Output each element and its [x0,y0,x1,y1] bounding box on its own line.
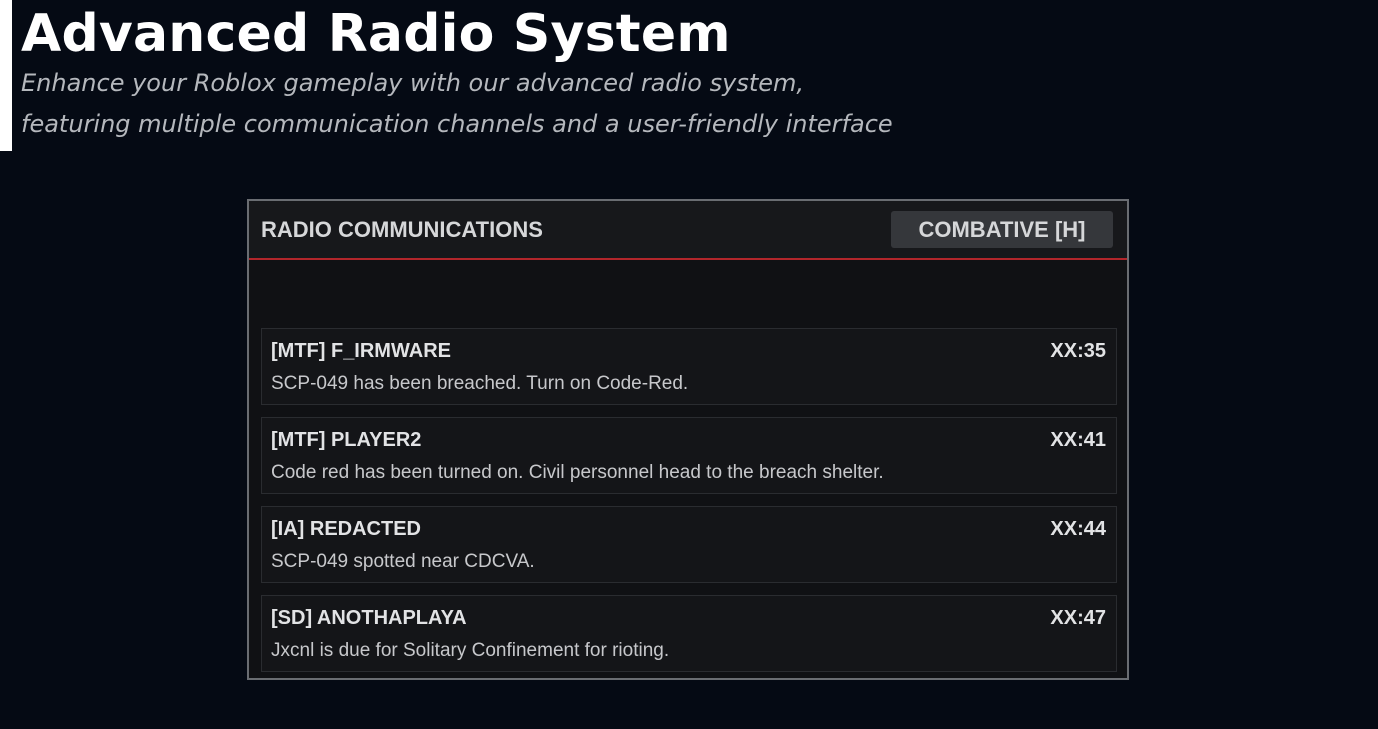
message-sender: [SD] ANOTHAPLAYA [271,607,467,629]
message-item: [MTF] PLAYER2 XX:41 Code red has been tu… [261,417,1117,494]
message-sender: [MTF] PLAYER2 [271,429,422,451]
radio-panel: RADIO COMMUNICATIONS COMBATIVE [H] [MTF]… [247,199,1129,680]
message-text: SCP-049 has been breached. Turn on Code-… [271,373,689,394]
combative-mode-button[interactable]: COMBATIVE [H] [891,211,1113,248]
message-item: [MTF] F_IRMWARE XX:35 SCP-049 has been b… [261,328,1117,405]
message-item: [IA] REDACTED XX:44 SCP-049 spotted near… [261,506,1117,583]
hero-subtitle: Enhance your Roblox gameplay with our ad… [21,63,893,145]
message-time: XX:47 [1050,607,1106,629]
hero-subtitle-line-1: Enhance your Roblox gameplay with our ad… [21,69,804,97]
message-text: SCP-049 spotted near CDCVA. [271,551,535,572]
message-time: XX:41 [1050,429,1106,451]
message-list[interactable]: [MTF] F_IRMWARE XX:35 SCP-049 has been b… [261,328,1117,678]
message-text: Jxcnl is due for Solitary Confinement fo… [271,640,670,661]
hero-accent-bar [0,0,12,151]
message-sender: [IA] REDACTED [271,518,421,540]
message-text: Code red has been turned on. Civil perso… [271,462,884,483]
message-sender: [MTF] F_IRMWARE [271,340,451,362]
message-item: [SD] ANOTHAPLAYA XX:47 Jxcnl is due for … [261,595,1117,672]
hero-subtitle-line-2: featuring multiple communication channel… [21,110,893,138]
radio-panel-header: RADIO COMMUNICATIONS COMBATIVE [H] [249,201,1127,260]
hero-title: Advanced Radio System [21,4,731,64]
message-time: XX:44 [1050,518,1106,540]
panel-title: RADIO COMMUNICATIONS [261,217,543,242]
message-time: XX:35 [1050,340,1106,362]
